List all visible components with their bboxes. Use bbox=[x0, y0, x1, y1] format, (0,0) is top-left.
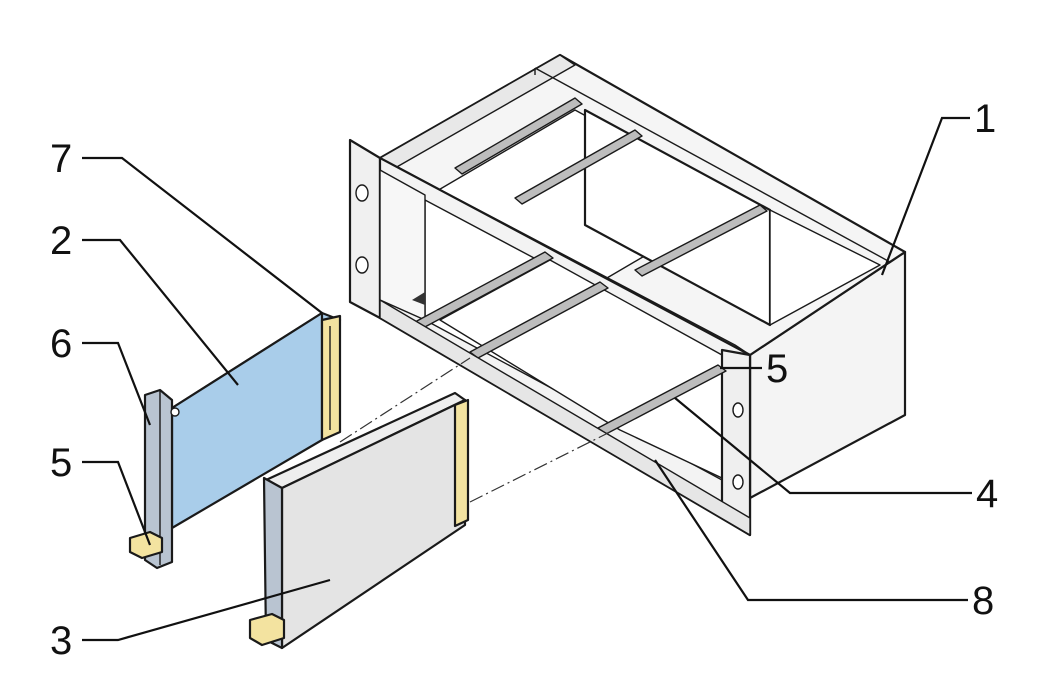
callout-2: 2 bbox=[50, 219, 72, 263]
subrack-back-window bbox=[769, 209, 881, 326]
subrack-housing bbox=[348, 53, 907, 537]
leader-5a bbox=[82, 460, 152, 546]
top-guide-rail-2 bbox=[514, 129, 643, 205]
module-handle bbox=[248, 612, 286, 647]
callout-1: 1 bbox=[974, 97, 996, 141]
leader-7 bbox=[82, 156, 323, 314]
mounting-hole-3 bbox=[732, 402, 744, 418]
callout-4: 4 bbox=[976, 472, 998, 516]
alignment-line-module bbox=[469, 431, 611, 503]
callout-5-rail: 5 bbox=[766, 347, 788, 391]
callout-8: 8 bbox=[972, 579, 994, 623]
board-connector bbox=[320, 314, 342, 442]
leader-4 bbox=[674, 397, 972, 495]
top-guide-rail-3 bbox=[634, 204, 768, 277]
leader-3 bbox=[82, 578, 331, 642]
cavity-latch bbox=[412, 292, 425, 305]
plug-in-module-assembly bbox=[248, 391, 470, 650]
callout-5-board: 5 bbox=[50, 441, 72, 485]
alignment-line-board bbox=[339, 357, 471, 443]
module-connector bbox=[453, 398, 470, 528]
leader-6 bbox=[82, 341, 152, 426]
plug-in-board-assembly bbox=[128, 311, 342, 570]
leader-2 bbox=[82, 238, 239, 386]
callout-7: 7 bbox=[50, 137, 72, 181]
mounting-hole-2 bbox=[355, 256, 369, 274]
leader-8 bbox=[654, 459, 968, 602]
subrack-bottom-front-rail bbox=[379, 299, 751, 536]
callout-6: 6 bbox=[50, 322, 72, 366]
board-handle bbox=[128, 530, 164, 560]
module-front-panel bbox=[262, 476, 284, 650]
top-guide-rail-1 bbox=[454, 97, 583, 175]
front-flange-left bbox=[348, 138, 382, 320]
leader-1 bbox=[880, 116, 970, 276]
mounting-hole-4 bbox=[732, 474, 744, 490]
callout-3: 3 bbox=[50, 619, 72, 663]
mounting-hole-1 bbox=[355, 184, 369, 202]
